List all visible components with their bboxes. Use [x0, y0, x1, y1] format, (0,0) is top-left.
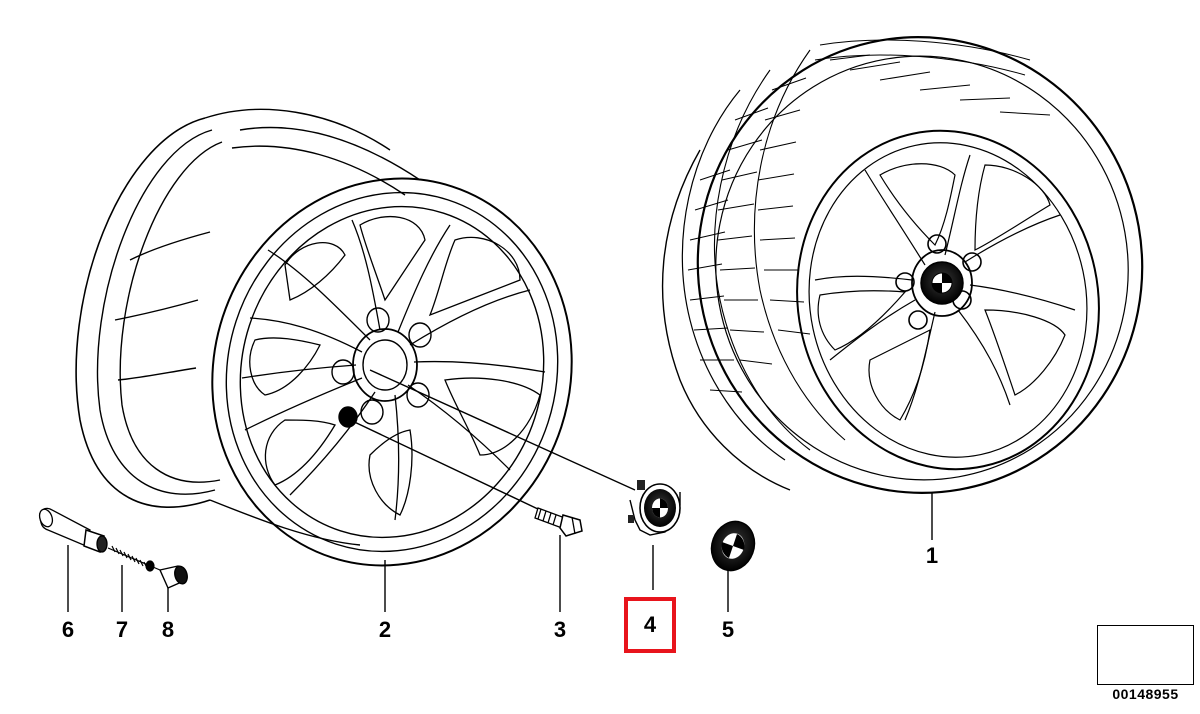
wheel-bolt-part-3 — [534, 507, 583, 537]
valve-core-part-7 — [107, 545, 161, 572]
reference-box — [1097, 625, 1194, 685]
callout-2: 2 — [378, 617, 392, 642]
callout-3: 3 — [553, 617, 567, 642]
highlight-box-callout-4 — [624, 597, 676, 653]
valve-stem-part-6 — [38, 507, 108, 553]
callout-7: 7 — [115, 617, 129, 642]
reference-number: 00148955 — [1112, 686, 1179, 702]
callout-5: 5 — [721, 617, 735, 642]
callout-8: 8 — [161, 617, 175, 642]
callout-4: 4 — [643, 612, 657, 637]
callout-6: 6 — [61, 617, 75, 642]
rim-part-2 — [75, 108, 573, 567]
hub-cap-part-4 — [628, 480, 681, 536]
wheel-part-1 — [661, 36, 1144, 494]
valve-cap-part-8 — [159, 565, 188, 589]
leader-lines — [67, 369, 933, 612]
wheel-emblem-icon — [920, 261, 964, 305]
callout-1: 1 — [925, 543, 939, 568]
emblem-part-5 — [710, 520, 756, 572]
